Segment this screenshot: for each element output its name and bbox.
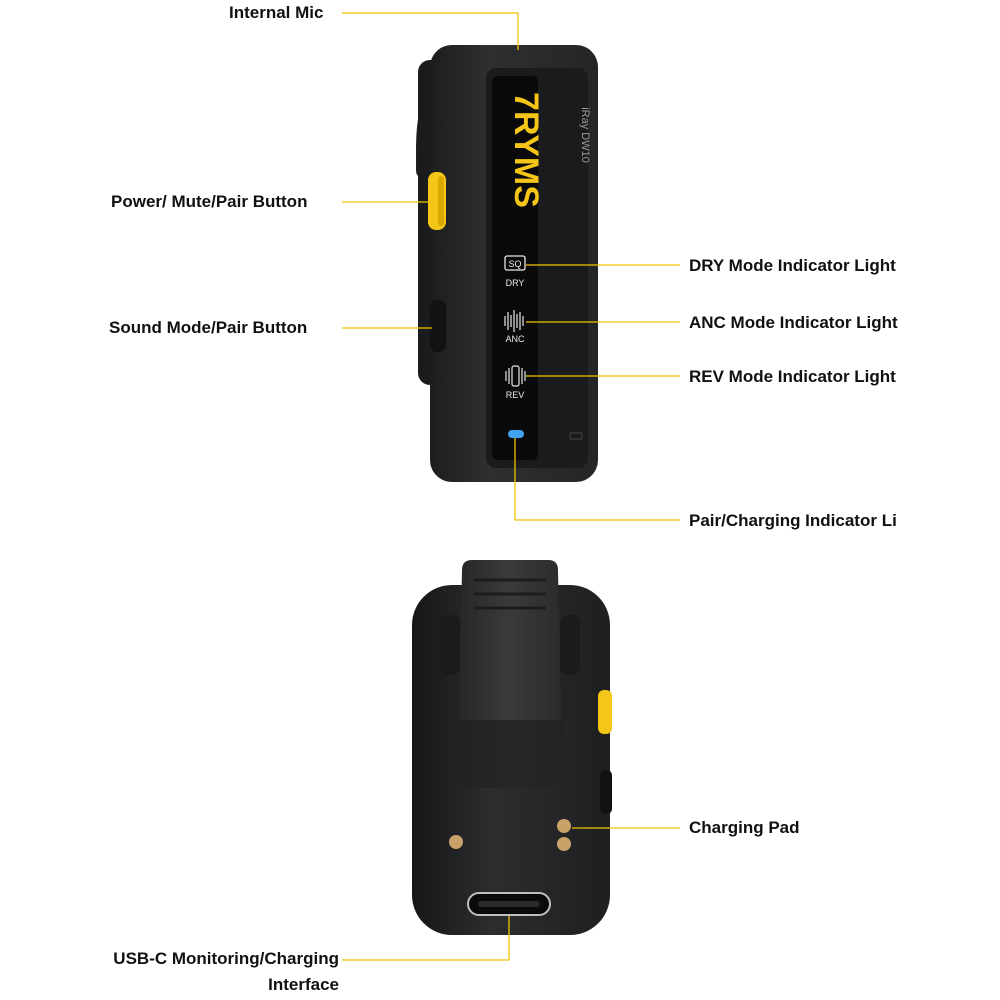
label-charging-pad: Charging Pad [689,818,800,837]
label-rev-light: REV Mode Indicator Light [689,367,896,386]
clip-shadow [458,720,562,788]
sq-icon-label: SQ [508,259,521,269]
sound-mode-pair-button[interactable] [430,300,446,352]
brand-logo: 7RYMS [507,92,545,208]
callout-line-internal-mic [342,12,519,50]
label-sound-mode-button: Sound Mode/Pair Button [109,318,308,337]
label-dry-light: DRY Mode Indicator Light [689,256,896,275]
sound-button-side [600,770,612,814]
callout-lines [342,12,680,961]
dry-led-icon [504,255,526,271]
clip-grip-lines [474,578,546,610]
callout-line-pair [514,438,680,521]
dry-led-label: DRY [506,278,525,288]
label-pair-light: Pair/Charging Indicator Li [689,511,897,530]
label-anc-light: ANC Mode Indicator Light [689,313,898,332]
clip-hinge-right [560,615,580,675]
charging-pad-left [449,835,463,849]
charging-pad-right-bottom [557,837,571,851]
power-button-side [598,690,612,734]
front-panel [492,76,538,460]
charging-pad-right-top [557,819,571,833]
device-back [412,560,612,935]
power-button-shade [438,176,444,226]
label-usb-c-line2: Interface [268,975,339,994]
rev-led-label: REV [506,390,525,400]
label-power-button: Power/ Mute/Pair Button [111,192,308,211]
usb-c-tongue [478,901,540,907]
small-mark [569,432,583,440]
rev-led-icon [505,365,526,387]
label-usb-c-line1: USB-C Monitoring/Charging [113,949,339,968]
anc-led-icon [504,310,524,332]
clip-hinge-left [440,615,460,675]
model-name: iRay DW10 [579,107,591,163]
callout-line-usb-c [342,916,510,961]
device-front: 7RYMS iRay DW10 SQ DRY ANC REV [416,45,598,482]
pair-charging-led [508,430,524,438]
anc-led-label: ANC [505,334,525,344]
label-internal-mic: Internal Mic [229,3,324,22]
